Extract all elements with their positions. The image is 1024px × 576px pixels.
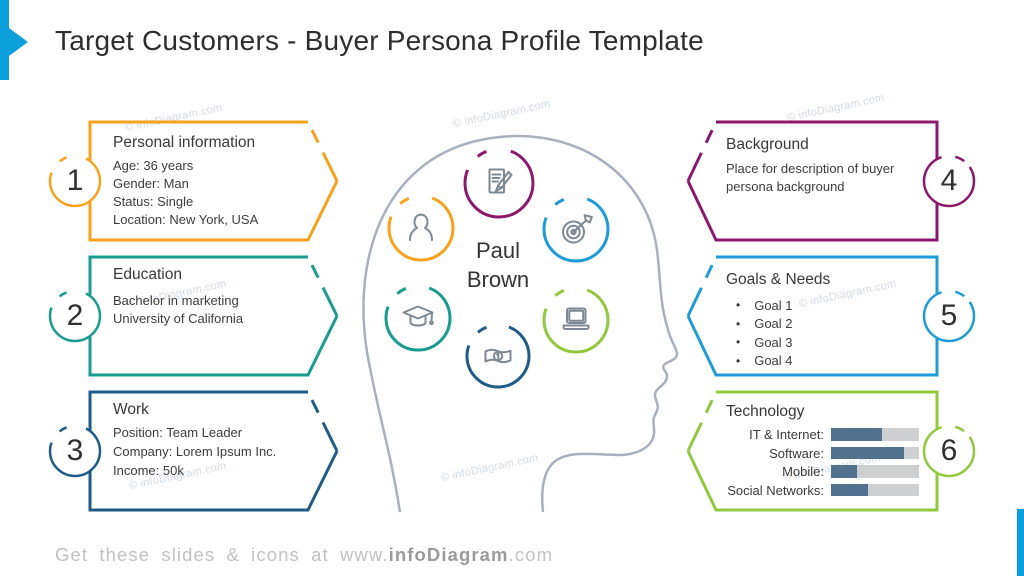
panel-background: Background Place for description of buye… (726, 136, 926, 196)
laptop-icon (562, 307, 590, 330)
watermark: © infoDiagram.com (785, 91, 886, 125)
accent-arrow-top-left (0, 0, 28, 80)
tech-bar-row: Software: (700, 445, 920, 461)
panel-personal-title: Personal information (113, 134, 256, 151)
persona-last-name: Brown (466, 267, 530, 292)
panel-education-line: Bachelor in marketing (113, 293, 239, 308)
goal-item: • Goal 2 (736, 315, 916, 334)
watermark: © infoDiagram.com (123, 101, 224, 135)
number-badge-4: 4 (940, 164, 958, 197)
tech-bar-label: IT & Internet: (749, 427, 824, 442)
panel-technology-title: Technology (726, 403, 805, 420)
document-edit-icon (488, 168, 513, 194)
panel-personal-line: Age: 36 years (113, 158, 194, 173)
user-icon (409, 213, 433, 241)
number-badge-5: 5 (940, 299, 958, 332)
footer-text: Get these slides & icons at www.infoDiag… (55, 544, 553, 566)
panel-personal: Personal information Age: 36 years Gende… (113, 134, 308, 229)
tech-bar-fill (831, 483, 868, 497)
tech-bar-track (831, 483, 919, 497)
tech-bar-row: Mobile: (700, 464, 920, 479)
page-title: Target Customers - Buyer Persona Profile… (55, 25, 704, 56)
bullet-icon: • (736, 298, 741, 313)
document-icon-ring (463, 147, 535, 219)
money-icon-ring (465, 323, 531, 389)
panel-personal-line: Status: Single (113, 194, 194, 209)
footer-brand: infoDiagram (388, 544, 509, 565)
panel-work-line: Income: 50k (113, 463, 184, 478)
tech-bar-track (831, 428, 919, 441)
graduation-icon-ring (384, 284, 452, 352)
panel-goals: Goals & Needs • Goal 1 • Goal 2 • Goal 3… (726, 271, 916, 370)
graduation-cap-icon (402, 305, 434, 327)
panel-education: Education Bachelor in marketing Universi… (113, 266, 308, 328)
panel-work: Work Position: Team Leader Company: Lore… (113, 401, 313, 480)
tech-bar-track (831, 465, 919, 478)
panel-work-line: Position: Team Leader (113, 425, 243, 440)
money-icon (484, 348, 512, 364)
footer-suffix: .com (508, 544, 554, 565)
goal-item: • Goal 3 (736, 333, 916, 352)
tech-bar-track (831, 446, 919, 460)
panel-background-line: Place for description of buyer (726, 161, 895, 176)
panel-education-title: Education (113, 266, 182, 283)
goal-item: • Goal 4 (736, 352, 916, 371)
technology-bars: IT & Internet: Software: Mobile: Social … (700, 427, 920, 502)
panel-technology: Technology (726, 403, 926, 421)
goal-label: Goal 3 (754, 334, 793, 350)
number-badge-2: 2 (66, 299, 84, 332)
panel-personal-line: Location: New York, USA (113, 212, 259, 227)
bullet-icon: • (736, 316, 741, 331)
panel-education-line: University of California (113, 311, 244, 326)
panel-work-title: Work (113, 401, 149, 418)
number-badge-3: 3 (66, 434, 84, 467)
laptop-icon-ring (542, 286, 610, 354)
bullet-icon: • (736, 353, 741, 368)
number-badge-1: 1 (66, 164, 84, 197)
panel-work-line: Company: Lorem Ipsum Inc. (113, 444, 277, 459)
tech-bar-fill (831, 428, 883, 441)
accent-bar-bottom-right (1017, 509, 1024, 576)
tech-bar-fill (831, 465, 858, 478)
goal-item: • Goal 1 (736, 296, 916, 315)
watermark: © infoDiagram.com (451, 97, 552, 131)
target-icon-ring (542, 195, 610, 263)
goal-label: Goal 2 (754, 316, 793, 332)
tech-bar-label: Mobile: (782, 464, 824, 479)
goal-label: Goal 4 (754, 353, 793, 369)
watermark: © infoDiagram.com (439, 451, 540, 485)
panel-goals-title: Goals & Needs (726, 271, 831, 288)
user-icon-ring (387, 194, 455, 262)
persona-name: Paul Brown (450, 236, 546, 294)
footer-prefix: Get these slides & icons at www. (55, 544, 389, 565)
tech-bar-label: Software: (769, 445, 824, 461)
persona-first-name: Paul (475, 238, 521, 263)
panel-personal-line: Gender: Man (113, 176, 189, 191)
goal-label: Goal 1 (754, 297, 793, 313)
bullet-icon: • (736, 335, 741, 350)
tech-bar-fill (831, 446, 905, 460)
panel-background-title: Background (726, 136, 809, 153)
tech-bar-label: Social Networks: (727, 482, 824, 498)
tech-bar-row: IT & Internet: (700, 427, 920, 442)
tech-bar-row: Social Networks: (700, 482, 920, 498)
panel-background-line: persona background (726, 179, 845, 194)
target-icon (562, 214, 593, 244)
number-badge-6: 6 (940, 434, 958, 467)
